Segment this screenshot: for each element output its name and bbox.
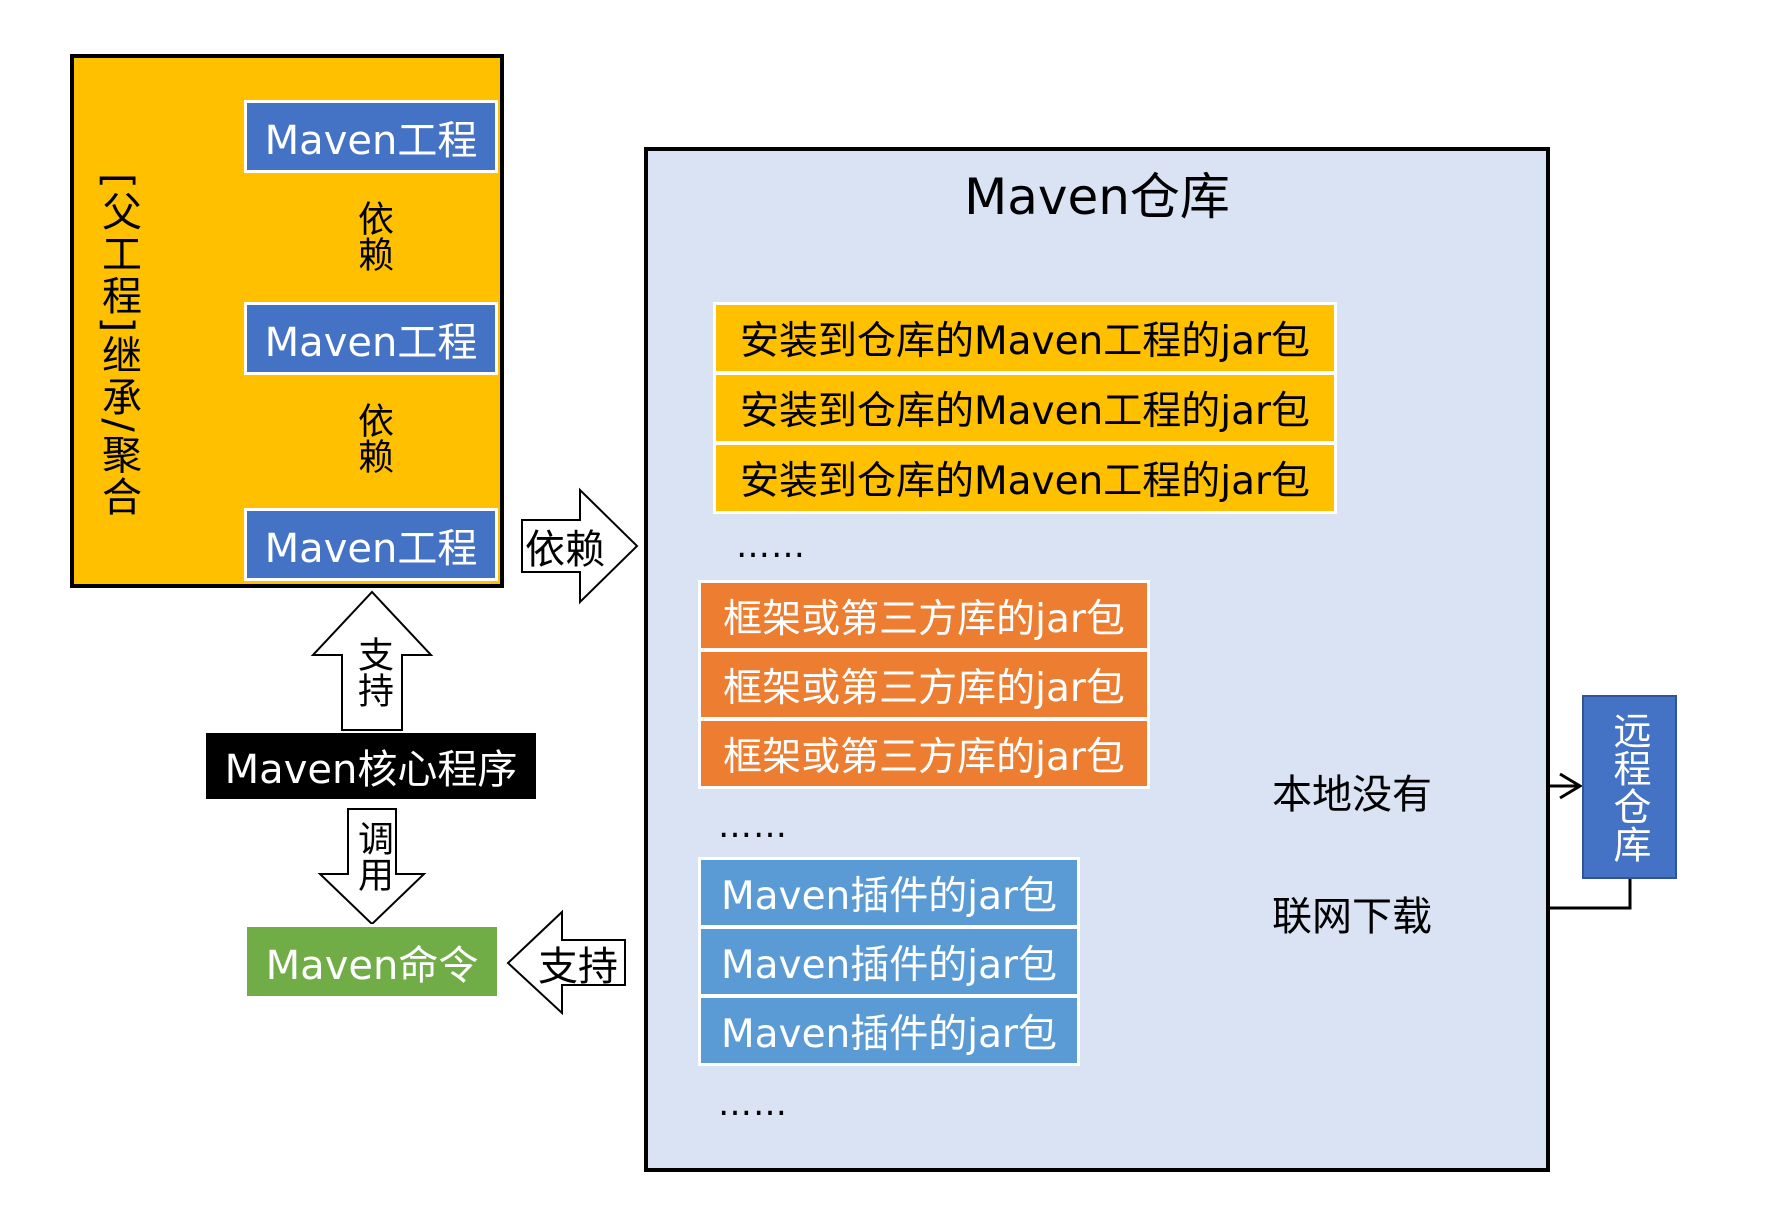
download-label: 联网下载: [1272, 894, 1432, 940]
depends-right-arrow: [521, 487, 639, 605]
ellipsis-plugins: ……: [718, 1084, 788, 1124]
remote-repository: 远程仓库: [1582, 695, 1677, 879]
framework-jar-2: 框架或第三方库的jar包: [698, 649, 1150, 720]
plugin-jar-3: Maven插件的jar包: [698, 995, 1080, 1066]
depends-label-2: 依赖: [352, 402, 393, 474]
maven-project-2: Maven工程: [244, 302, 498, 375]
installed-jar-1: 安装到仓库的Maven工程的jar包: [713, 302, 1337, 374]
depends-right-label: 依赖: [525, 527, 605, 573]
installed-jar-2: 安装到仓库的Maven工程的jar包: [713, 372, 1337, 444]
support-left-arrow: [506, 909, 626, 1016]
support-up-arrow: [310, 590, 434, 731]
maven-project-1: Maven工程: [244, 100, 498, 173]
plugin-jar-2: Maven插件的jar包: [698, 926, 1080, 997]
ellipsis-frameworks: ……: [718, 806, 788, 846]
call-down-arrow: [317, 808, 427, 926]
not-local-label: 本地没有: [1272, 772, 1432, 818]
support-left-label: 支持: [538, 944, 618, 990]
maven-command: Maven命令: [244, 924, 500, 999]
call-down-label: 调用: [352, 820, 393, 892]
depends-label-1: 依赖: [352, 200, 393, 272]
framework-jar-1: 框架或第三方库的jar包: [698, 580, 1150, 651]
framework-jar-3: 框架或第三方库的jar包: [698, 718, 1150, 789]
ellipsis-installed: ……: [736, 526, 806, 566]
repository-title: Maven仓库: [964, 168, 1230, 226]
plugin-jar-1: Maven插件的jar包: [698, 857, 1080, 928]
support-up-label: 支持: [352, 636, 393, 708]
installed-jar-3: 安装到仓库的Maven工程的jar包: [713, 442, 1337, 514]
maven-core-program: Maven核心程序: [206, 733, 536, 799]
maven-project-3: Maven工程: [244, 508, 498, 581]
parent-project-label: [父工程]继承/聚合: [95, 172, 141, 518]
